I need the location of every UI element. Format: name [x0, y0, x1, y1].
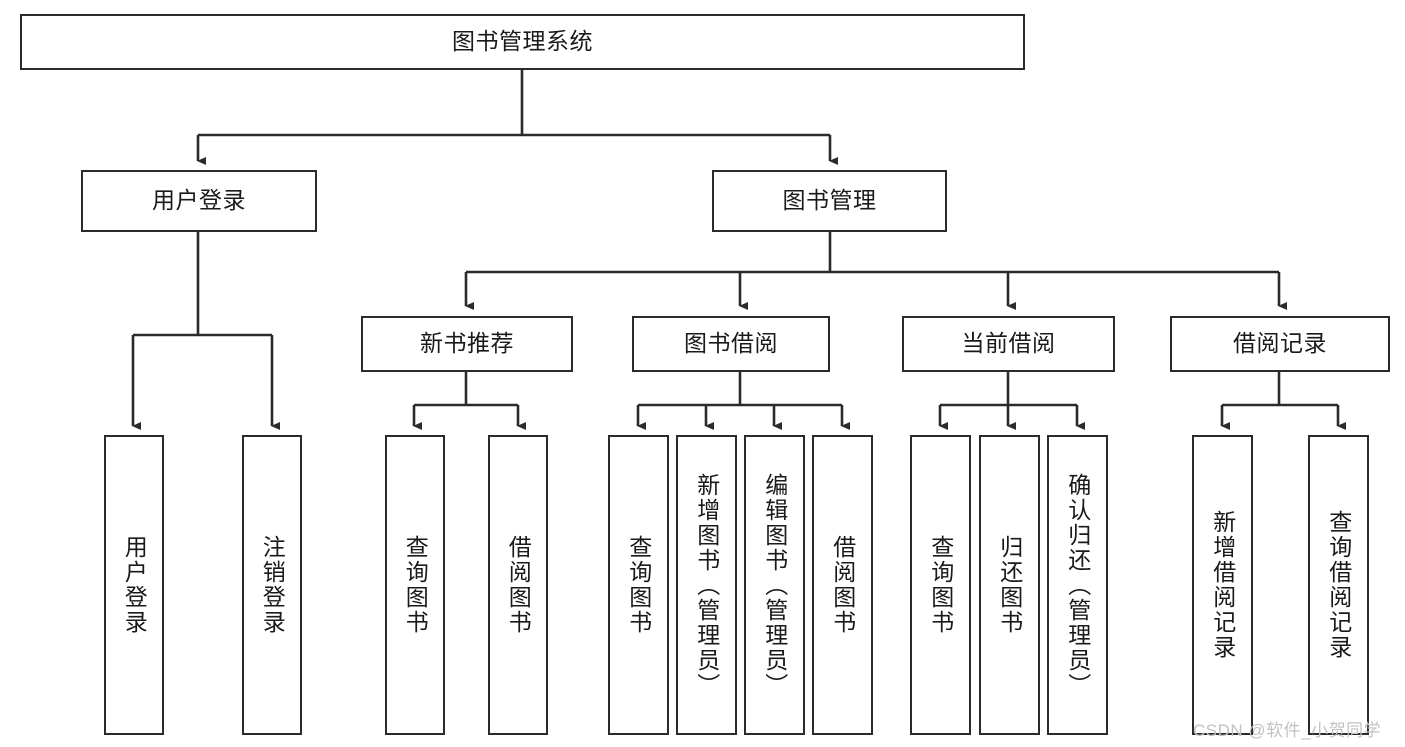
node-label: 当前借阅 — [961, 330, 1056, 357]
leaf-user-login[interactable]: 用户登录 — [104, 435, 164, 735]
node-label: 注销登录 — [259, 535, 286, 635]
node-label: 编辑图书（管理员） — [761, 472, 788, 698]
leaf-confirm-return-admin[interactable]: 确认归还（管理员） — [1047, 435, 1108, 735]
node-label: 查询借阅记录 — [1325, 510, 1352, 660]
node-label: 确认归还（管理员） — [1064, 472, 1091, 698]
node-current-borrowing[interactable]: 当前借阅 — [902, 316, 1115, 372]
node-label: 查询图书 — [625, 535, 652, 635]
leaf-return-books[interactable]: 归还图书 — [979, 435, 1040, 735]
leaf-logout[interactable]: 注销登录 — [242, 435, 302, 735]
node-label: 借阅图书 — [505, 535, 532, 635]
node-label: 用户登录 — [121, 535, 148, 635]
node-label: 图书借阅 — [684, 330, 778, 357]
leaf-query-books-current[interactable]: 查询图书 — [910, 435, 971, 735]
node-label: 归还图书 — [996, 535, 1023, 635]
node-label: 新增图书（管理员） — [693, 472, 720, 698]
leaf-query-books-recommendation[interactable]: 查询图书 — [385, 435, 445, 735]
node-label: 新书推荐 — [420, 330, 514, 357]
leaf-add-book-admin[interactable]: 新增图书（管理员） — [676, 435, 737, 735]
leaf-edit-book-admin[interactable]: 编辑图书（管理员） — [744, 435, 805, 735]
leaf-query-borrowing-record[interactable]: 查询借阅记录 — [1308, 435, 1369, 735]
node-label: 图书管理系统 — [452, 28, 593, 55]
node-user-login[interactable]: 用户登录 — [81, 170, 317, 232]
node-label: 图书管理 — [782, 187, 877, 214]
node-new-book-recommendation[interactable]: 新书推荐 — [361, 316, 573, 372]
node-book-management[interactable]: 图书管理 — [712, 170, 947, 232]
node-book-borrowing[interactable]: 图书借阅 — [632, 316, 830, 372]
leaf-borrow-books-recommendation[interactable]: 借阅图书 — [488, 435, 548, 735]
node-label: 查询图书 — [402, 535, 429, 635]
leaf-borrow-books-borrowing[interactable]: 借阅图书 — [812, 435, 873, 735]
node-label: 新增借阅记录 — [1209, 510, 1236, 660]
node-label: 借阅记录 — [1233, 330, 1327, 357]
node-label: 用户登录 — [152, 187, 246, 214]
node-label: 查询图书 — [927, 535, 954, 635]
csdn-watermark: CSDN @软件_小贺同学 — [1193, 721, 1382, 740]
node-label: 借阅图书 — [829, 535, 856, 635]
leaf-query-books-borrowing[interactable]: 查询图书 — [608, 435, 669, 735]
leaf-add-borrowing-record[interactable]: 新增借阅记录 — [1192, 435, 1253, 735]
node-root-book-management-system[interactable]: 图书管理系统 — [20, 14, 1025, 70]
node-borrowing-records[interactable]: 借阅记录 — [1170, 316, 1390, 372]
